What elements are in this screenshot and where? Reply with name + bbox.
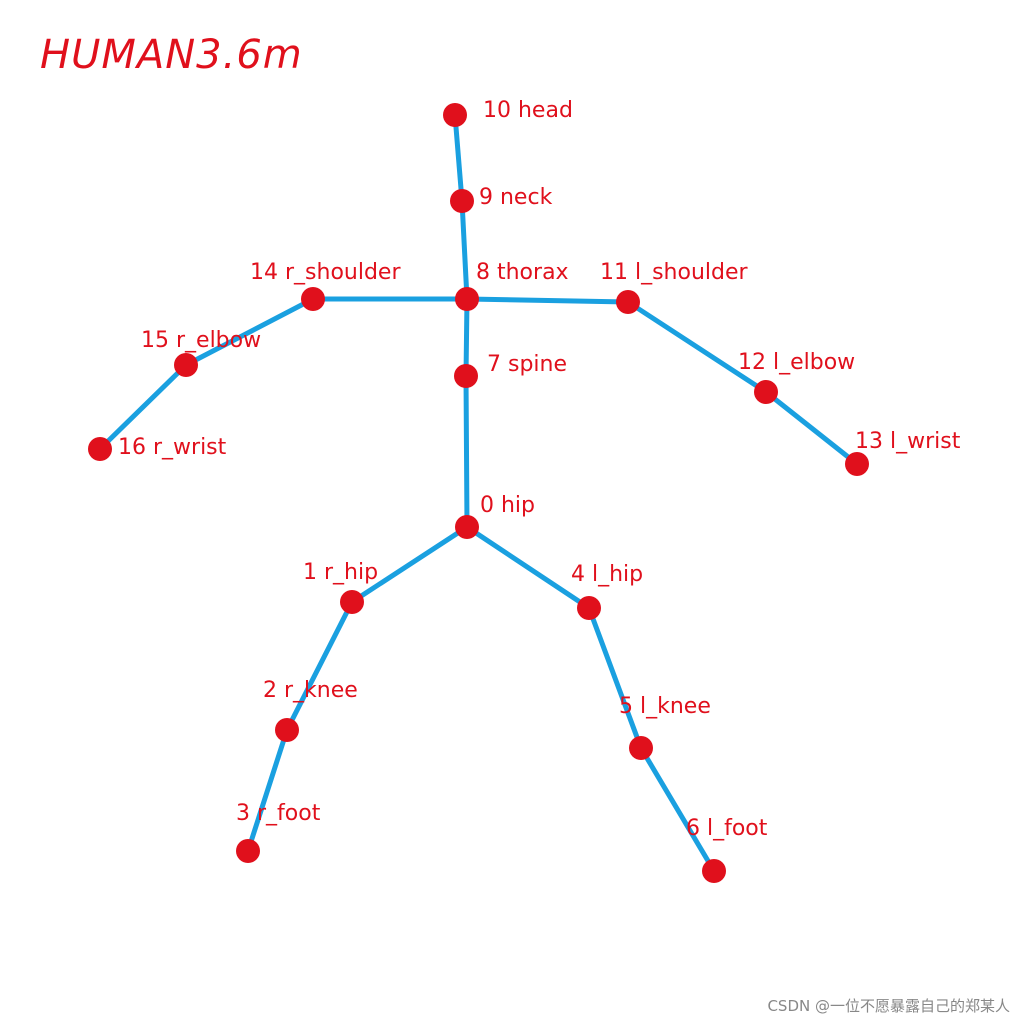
joint-4 [577,596,601,620]
joint-0 [455,515,479,539]
joint-7 [454,364,478,388]
bone-1-2 [284,599,355,733]
joint-label-13: 13 l_wrist [855,429,961,454]
joint-label-7: 7 spine [487,352,567,377]
joint-label-14: 14 r_shoulder [250,260,401,285]
diagram-title: HUMAN3.6m [40,32,303,78]
bone-8-11 [464,296,631,305]
bone-14-15 [183,296,316,368]
joint-14 [301,287,325,311]
joint-label-2: 2 r_knee [263,678,358,703]
watermark-text: CSDN @一位不愿暴露自己的郑某人 [767,997,1010,1015]
joint-12 [754,380,778,404]
joint-6 [702,859,726,883]
bone-4-5 [586,605,644,751]
bone-0-7 [463,373,470,530]
bone-5-6 [638,745,717,874]
bone-11-12 [625,299,769,395]
joint-8 [455,287,479,311]
joint-label-6: 6 l_foot [686,816,768,841]
joint-13 [845,452,869,476]
joint-3 [236,839,260,863]
joint-9 [450,189,474,213]
bone-0-1 [349,524,470,605]
joint-15 [174,353,198,377]
bone-7-8 [463,296,470,379]
bones-layer [97,112,860,874]
joint-label-1: 1 r_hip [303,560,378,585]
joint-2 [275,718,299,742]
joint-label-8: 8 thorax [476,260,569,285]
joint-label-15: 15 r_elbow [141,328,261,353]
joint-label-5: 5 l_knee [619,694,711,719]
joint-10 [443,103,467,127]
joint-label-16: 16 r_wrist [118,435,227,460]
joint-label-10: 10 head [483,98,573,123]
joint-16 [88,437,112,461]
bone-12-13 [763,389,860,467]
joint-label-0: 0 hip [480,493,535,518]
bone-9-10 [452,112,465,204]
joint-11 [616,290,640,314]
joint-1 [340,590,364,614]
bone-15-16 [97,362,189,452]
joint-label-11: 11 l_shoulder [600,260,749,285]
labels-layer: 0 hip 1 r_hip 2 r_knee 3 r_foot 4 l_hip 5 l_k… [118,98,961,841]
joint-5 [629,736,653,760]
bone-8-9 [459,198,470,302]
joints-layer [88,103,869,883]
joint-label-9: 9 neck [479,185,553,210]
bone-0-4 [464,524,592,611]
joint-label-3: 3 r_foot [236,801,321,826]
joint-label-4: 4 l_hip [571,562,643,587]
joint-label-12: 12 l_elbow [738,350,855,375]
bone-2-3 [245,727,290,854]
